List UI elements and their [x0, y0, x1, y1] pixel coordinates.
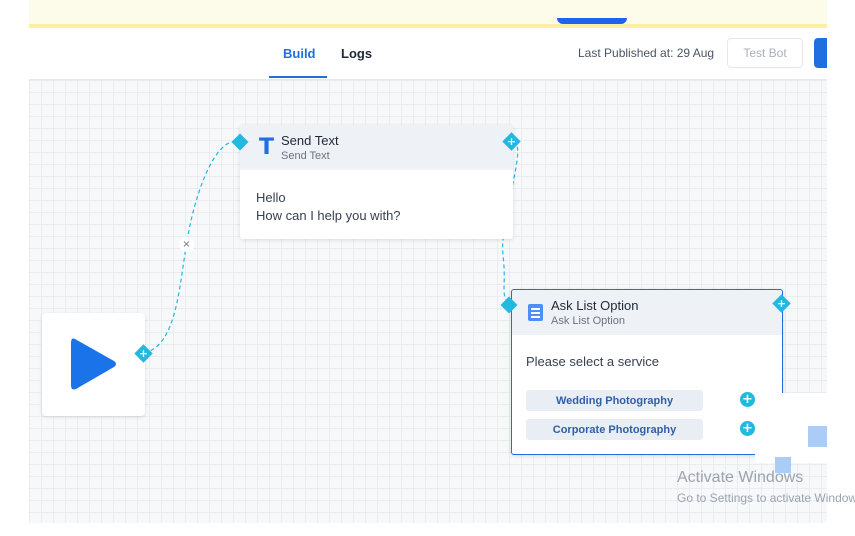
tab-logs[interactable]: Logs [341, 46, 373, 61]
flow-canvas[interactable]: × + T Send Text Send Text Hello How can … [29, 80, 827, 523]
ask-list-title: Ask List Option [551, 298, 639, 313]
remove-connector-icon[interactable]: × [179, 237, 194, 252]
overlay-block [775, 457, 791, 473]
overlay-block [808, 426, 827, 447]
play-icon [71, 338, 116, 390]
send-text-node[interactable]: T Send Text Send Text Hello How can I he… [240, 125, 513, 239]
send-text-title: Send Text [281, 133, 339, 148]
activation-watermark: Activate Windows Go to Settings to activ… [677, 469, 855, 505]
connector-send-to-ask [502, 141, 519, 306]
connector-start-to-send [143, 140, 241, 354]
ask-list-prompt: Please select a service [526, 354, 659, 369]
ask-list-header: Ask List Option Ask List Option [512, 290, 782, 335]
option-wedding-add-icon[interactable]: + [740, 392, 755, 407]
builder-header: Build Logs Last Published at: 29 Aug Tes… [29, 28, 827, 80]
start-node[interactable] [42, 313, 145, 416]
ask-list-subtitle: Ask List Option [551, 315, 625, 327]
banner-line [29, 24, 827, 28]
list-option-wedding[interactable]: Wedding Photography [526, 390, 703, 411]
watermark-title: Activate Windows [677, 469, 804, 486]
list-icon [528, 304, 543, 321]
message-line: Hello [256, 190, 286, 205]
message-line: How can I help you with? [256, 208, 401, 223]
watermark-subtitle: Go to Settings to activate Windows. [677, 491, 855, 505]
option-corporate-add-icon[interactable]: + [740, 421, 755, 436]
banner-tab[interactable] [557, 18, 627, 24]
send-text-body: Hello How can I help you with? [256, 189, 401, 225]
connector-lines [143, 140, 519, 354]
send-text-add-connection-icon[interactable]: + [502, 132, 521, 151]
list-option-corporate[interactable]: Corporate Photography [526, 419, 703, 440]
tab-build[interactable]: Build [283, 46, 316, 61]
ask-list-option-node[interactable]: Ask List Option Ask List Option Please s… [511, 289, 783, 455]
last-published-text: Last Published at: 29 Aug [578, 46, 715, 60]
text-t-icon: T [259, 135, 275, 160]
test-bot-button[interactable]: Test Bot [727, 38, 803, 68]
ask-list-add-connection-icon[interactable]: + [772, 294, 791, 313]
notification-banner [29, 0, 827, 28]
active-tab-indicator [269, 76, 327, 78]
send-text-header: T Send Text Send Text [240, 125, 513, 170]
start-add-connection-icon[interactable]: + [134, 344, 153, 363]
send-text-subtitle: Send Text [281, 150, 330, 162]
publish-button[interactable] [814, 38, 827, 68]
